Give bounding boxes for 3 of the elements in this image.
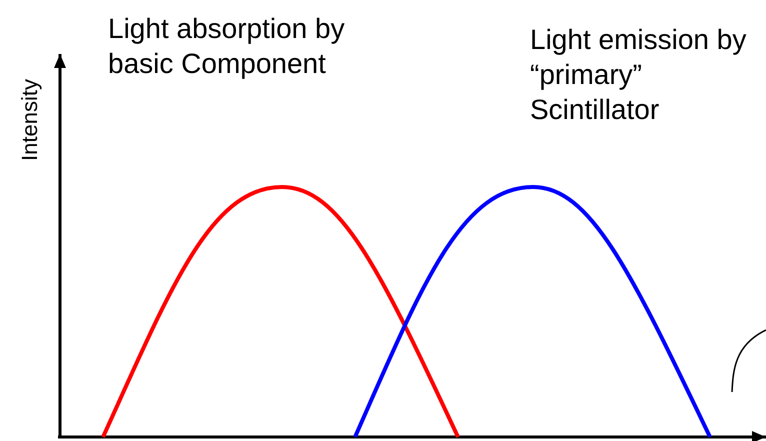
curve-label: Light emission by “primary” Scintillator bbox=[530, 23, 748, 127]
curve-label: Light absorption by basic Component bbox=[108, 12, 346, 81]
axis-label: Intensity bbox=[17, 78, 43, 163]
